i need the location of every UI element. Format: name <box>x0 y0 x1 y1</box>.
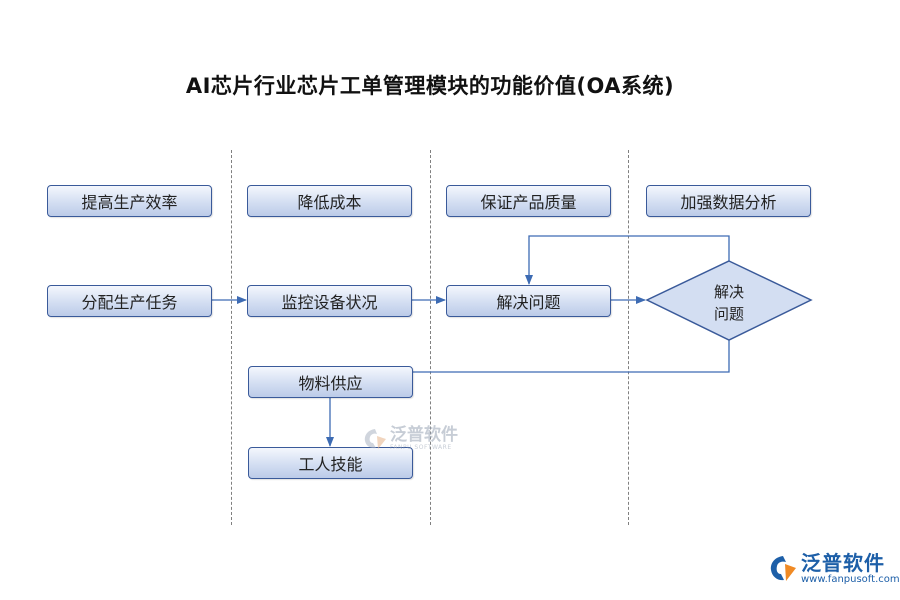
node-monitor-equipment: 监控设备状况 <box>247 285 412 317</box>
lane-header-efficiency: 提高生产效率 <box>47 185 212 217</box>
watermark-name: 泛普软件 <box>390 425 458 445</box>
node-worker-skills: 工人技能 <box>248 447 413 479</box>
decision-label-line2: 问题 <box>713 305 744 323</box>
node-solve-problem: 解决问题 <box>446 285 611 317</box>
brand-logo: 泛普软件 www.fanpusoft.com <box>768 552 900 585</box>
lane-header-data-analysis: 加强数据分析 <box>646 185 811 217</box>
decision-diamond <box>645 260 813 341</box>
watermark-logo-icon <box>364 428 386 449</box>
node-allocate-tasks: 分配生产任务 <box>47 285 212 317</box>
node-material-supply: 物料供应 <box>248 366 413 398</box>
brand-url[interactable]: www.fanpusoft.com <box>801 574 900 585</box>
connector-decision-to-material <box>412 340 730 373</box>
brand-name: 泛普软件 <box>801 551 885 575</box>
decision-label-line1: 解决 <box>713 283 744 301</box>
watermark: 泛普软件 FANPU SOFTWARE <box>362 426 458 451</box>
arrow-decision-loop-back <box>525 235 730 285</box>
watermark-subtitle: FANPU SOFTWARE <box>390 444 452 451</box>
lane-header-quality: 保证产品质量 <box>446 185 611 217</box>
lane-divider <box>628 150 629 525</box>
decision-label: 解决 问题 <box>690 281 768 325</box>
diagram-title: AI芯片行业芯片工单管理模块的功能价值(OA系统) <box>185 74 675 98</box>
lane-divider <box>231 150 232 525</box>
brand-logo-icon <box>770 555 796 581</box>
lane-divider <box>430 150 431 525</box>
lane-header-cost: 降低成本 <box>247 185 412 217</box>
